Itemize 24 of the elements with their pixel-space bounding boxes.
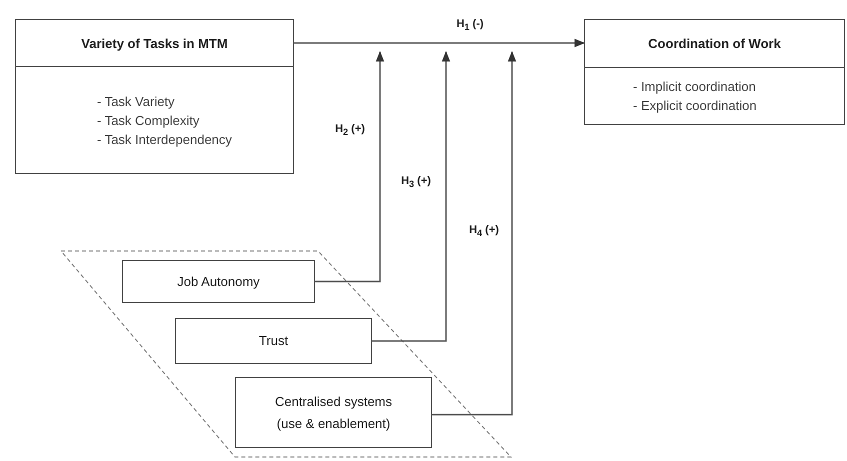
arrow bbox=[432, 50, 516, 416]
edge-label: H$_{2}$ (+) bbox=[333, 122, 367, 138]
box-label: Job Autonomy bbox=[177, 272, 260, 291]
construct-box bbox=[584, 19, 845, 125]
list-item: - Implicit coordination bbox=[633, 78, 756, 96]
arrow bbox=[294, 38, 586, 48]
moderator-box bbox=[122, 260, 315, 303]
edge-label: H$_{4}$ (+) bbox=[467, 224, 501, 238]
list-item: - Task Variety bbox=[97, 92, 175, 110]
arrow bbox=[315, 50, 384, 282]
moderator-box bbox=[175, 318, 372, 364]
construct-box bbox=[15, 19, 294, 174]
edge-label: H$_{3}$ (+) bbox=[399, 174, 433, 190]
edge-label: H$_{1}$ (-) bbox=[454, 18, 486, 32]
box-heading: Variety of Tasks in MTM bbox=[81, 36, 228, 50]
arrow bbox=[372, 50, 450, 342]
dashed-parallelogram bbox=[60, 250, 512, 458]
moderator-box bbox=[235, 377, 432, 448]
list-item: - Task Complexity bbox=[97, 112, 200, 130]
box-label: Centralised systems (use & enablement) bbox=[274, 392, 394, 433]
box-heading: Coordination of Work bbox=[648, 36, 781, 51]
box-label: Trust bbox=[258, 332, 288, 350]
list-item: - Explicit coordination bbox=[633, 97, 757, 115]
list-item: - Task Interdependency bbox=[97, 130, 232, 148]
